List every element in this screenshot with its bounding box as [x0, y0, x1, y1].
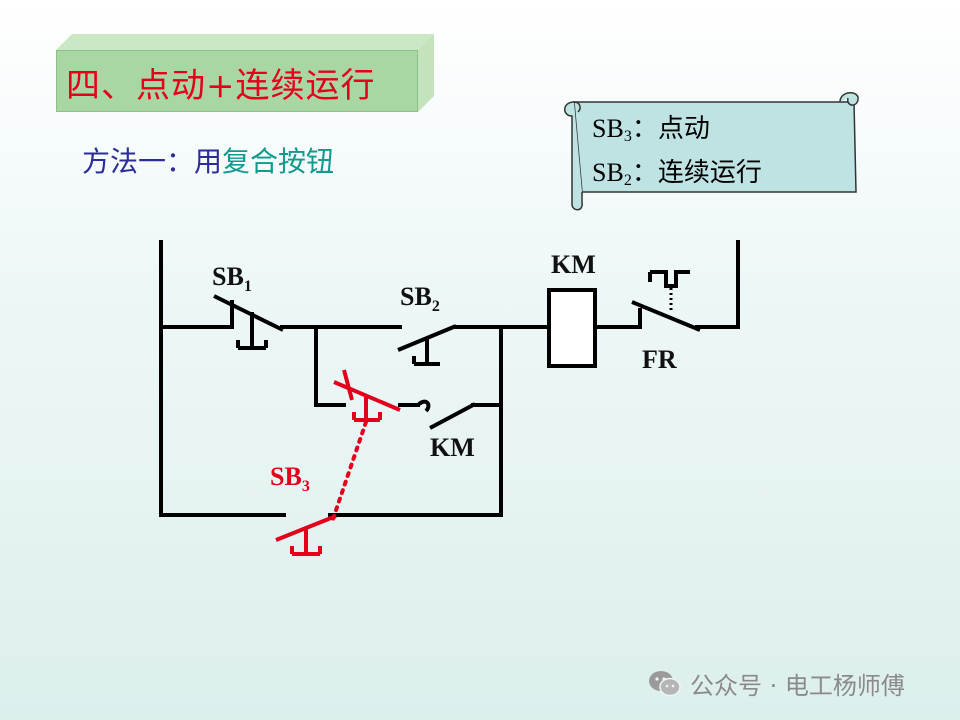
- label-fr: FR: [642, 345, 677, 374]
- method-line: 方法一：用复合按钮: [82, 140, 334, 180]
- legend-sb2-name: SB: [592, 158, 624, 187]
- watermark: 公众号 · 电工杨师傅: [648, 666, 905, 701]
- km-coil: [547, 288, 597, 368]
- title-box-top-face: [56, 34, 434, 50]
- legend-sb2-desc: ：连续运行: [631, 158, 762, 187]
- sb1-switch: [213, 294, 284, 350]
- label-km-coil: KM: [551, 250, 596, 279]
- fr-contact: [631, 270, 701, 332]
- sb2-switch: [397, 324, 457, 366]
- label-sb3-sub: 3: [301, 478, 310, 495]
- label-sb2: SB2: [400, 282, 440, 316]
- title-box-side-face: [418, 34, 434, 112]
- legend-sb2-sub: 2: [623, 172, 632, 189]
- wechat-icon: [649, 670, 681, 696]
- watermark-text: 公众号 · 电工杨师傅: [690, 672, 905, 700]
- legend-sb3-name: SB: [592, 114, 624, 143]
- legend-sb3-desc: ：点动: [631, 114, 710, 143]
- title-box: [56, 50, 418, 112]
- method-prefix: 方法一：用: [82, 145, 223, 178]
- legend-scroll: [564, 92, 859, 211]
- label-sb1-sub: 1: [243, 278, 252, 295]
- legend-sb3-sub: 3: [623, 128, 632, 145]
- page-title: 四、点动+连续运行: [66, 66, 376, 106]
- sb3-compound-button: [275, 369, 401, 556]
- label-sb1: SB1: [212, 262, 252, 296]
- label-sb2-sub: 2: [431, 298, 440, 315]
- legend-line-1: SB3：点动: [592, 108, 710, 146]
- legend-line-2: SB2：连续运行: [592, 152, 762, 190]
- label-km-contact: KM: [430, 433, 475, 462]
- label-sb1-name: SB: [212, 262, 244, 291]
- method-highlight: 复合按钮: [222, 145, 335, 178]
- km-aux-contact: [416, 399, 476, 430]
- label-sb3: SB3: [270, 462, 310, 496]
- label-sb3-name: SB: [270, 462, 302, 491]
- circuit-wires: [159, 240, 740, 517]
- sb3-mechanical-link: [330, 420, 368, 524]
- label-sb2-name: SB: [400, 282, 432, 311]
